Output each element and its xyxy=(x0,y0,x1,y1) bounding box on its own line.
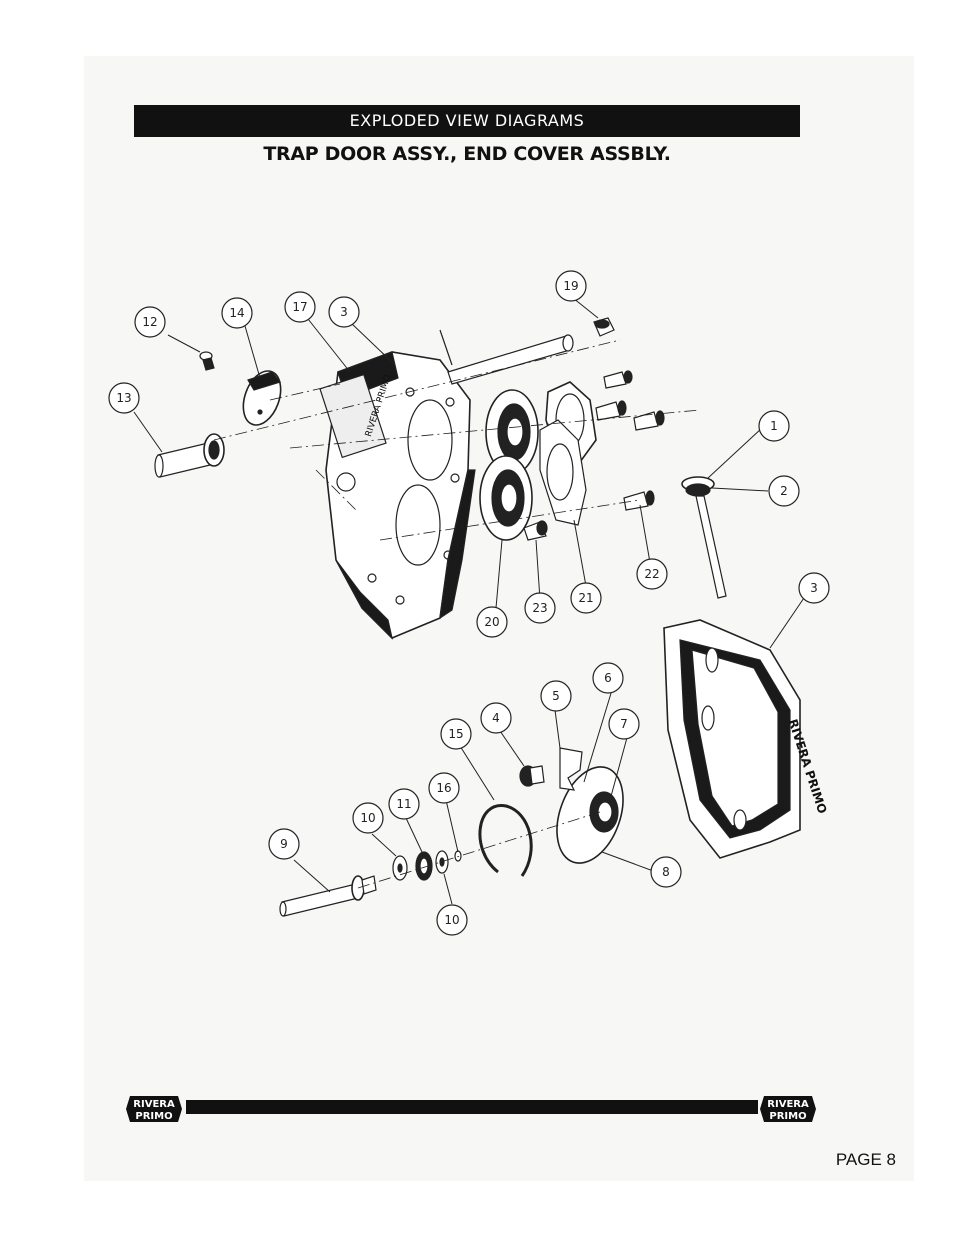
cover-shaft-1-2 xyxy=(681,476,727,599)
svg-text:15: 15 xyxy=(448,727,463,741)
svg-text:23: 23 xyxy=(532,601,547,615)
callout-16: 14 xyxy=(221,297,253,329)
bolts-22 xyxy=(595,370,665,511)
callout-23: 23 xyxy=(524,592,556,624)
latch-5 xyxy=(559,747,583,791)
svg-text:RIVERA: RIVERA xyxy=(133,1099,175,1110)
knob-4 xyxy=(519,765,545,787)
svg-text:22: 22 xyxy=(644,567,659,581)
callout-10-upper: 10 xyxy=(352,802,384,834)
callout-5: 5 xyxy=(540,680,572,712)
svg-text:19: 19 xyxy=(563,279,578,293)
pin-9 xyxy=(279,875,377,917)
svg-text:11: 11 xyxy=(396,797,411,811)
gasket-21 xyxy=(539,419,587,526)
svg-text:20: 20 xyxy=(484,615,499,629)
svg-text:4: 4 xyxy=(492,711,500,725)
callout-2: 2 xyxy=(768,475,800,507)
rivera-primo-logo-right: RIVERA PRIMO xyxy=(760,1094,816,1124)
shaft-upper xyxy=(439,329,574,385)
svg-text:6: 6 xyxy=(604,671,612,685)
callout-15: 12 xyxy=(134,306,166,338)
callout-21: 21 xyxy=(570,582,602,614)
callout-1: 1 xyxy=(758,410,790,442)
callout-11: 11 xyxy=(388,788,420,820)
callout-13: 15 xyxy=(440,718,472,750)
svg-text:10: 10 xyxy=(360,811,375,825)
section-header-bar: EXPLODED VIEW DIAGRAMS xyxy=(134,105,800,137)
callout-14: 13 xyxy=(108,382,140,414)
page-number: PAGE 8 xyxy=(835,1150,896,1169)
svg-text:2: 2 xyxy=(780,484,788,498)
svg-text:RIVERA: RIVERA xyxy=(767,1099,809,1110)
callout-8: 8 xyxy=(650,856,682,888)
footer-rule xyxy=(186,1100,758,1114)
svg-text:5: 5 xyxy=(552,689,560,703)
svg-text:1: 1 xyxy=(770,419,778,433)
end-cover-3: RIVERA PRIMO xyxy=(663,619,829,859)
callout-7: 7 xyxy=(608,708,640,740)
svg-text:3: 3 xyxy=(340,305,348,319)
svg-text:PRIMO: PRIMO xyxy=(135,1111,172,1122)
retaining-ring-13 xyxy=(478,804,533,877)
callout-3-lower: 3 xyxy=(798,572,830,604)
svg-text:PRIMO: PRIMO xyxy=(769,1111,806,1122)
callout-22: 22 xyxy=(636,558,668,590)
callout-4: 4 xyxy=(480,702,512,734)
svg-text:21: 21 xyxy=(578,591,593,605)
callout-12: 16 xyxy=(428,772,460,804)
svg-text:3: 3 xyxy=(810,581,818,595)
nut-19 xyxy=(593,317,615,337)
callout-3-upper: 3 xyxy=(328,296,360,328)
svg-text:14: 14 xyxy=(229,306,244,320)
svg-text:17: 17 xyxy=(292,300,307,314)
diagram-subtitle: TRAP DOOR ASSY., END COVER ASSBLY. xyxy=(263,143,671,165)
center-lines xyxy=(213,339,701,889)
exploded-view-diagram: RIVERA PRIMO xyxy=(108,270,830,936)
svg-text:12: 12 xyxy=(142,315,157,329)
rivera-primo-logo-left: RIVERA PRIMO xyxy=(126,1094,182,1124)
svg-text:8: 8 xyxy=(662,865,670,879)
svg-text:9: 9 xyxy=(280,837,288,851)
callout-20: 20 xyxy=(476,606,508,638)
callout-19: 19 xyxy=(555,270,587,302)
pin-14 xyxy=(154,433,225,478)
svg-text:7: 7 xyxy=(620,717,628,731)
callout-10-lower: 10 xyxy=(436,904,468,936)
callouts: 12 14 17 3 13 19 1 2 3 22 21 23 20 6 5 4… xyxy=(108,270,830,936)
bearings-20 xyxy=(479,389,539,541)
callout-9: 9 xyxy=(268,828,300,860)
svg-text:16: 16 xyxy=(436,781,451,795)
callout-6: 6 xyxy=(592,662,624,694)
section-title: EXPLODED VIEW DIAGRAMS xyxy=(349,111,585,130)
svg-text:13: 13 xyxy=(116,391,131,405)
trap-door-16 xyxy=(242,370,282,426)
bushing-23 xyxy=(523,520,548,541)
screw-15 xyxy=(199,351,215,371)
trap-door-housing: RIVERA PRIMO xyxy=(319,351,476,640)
leader-lines xyxy=(133,297,809,905)
washers-10-11-12 xyxy=(392,850,462,881)
svg-text:10: 10 xyxy=(444,913,459,927)
callout-17: 17 xyxy=(284,291,316,323)
